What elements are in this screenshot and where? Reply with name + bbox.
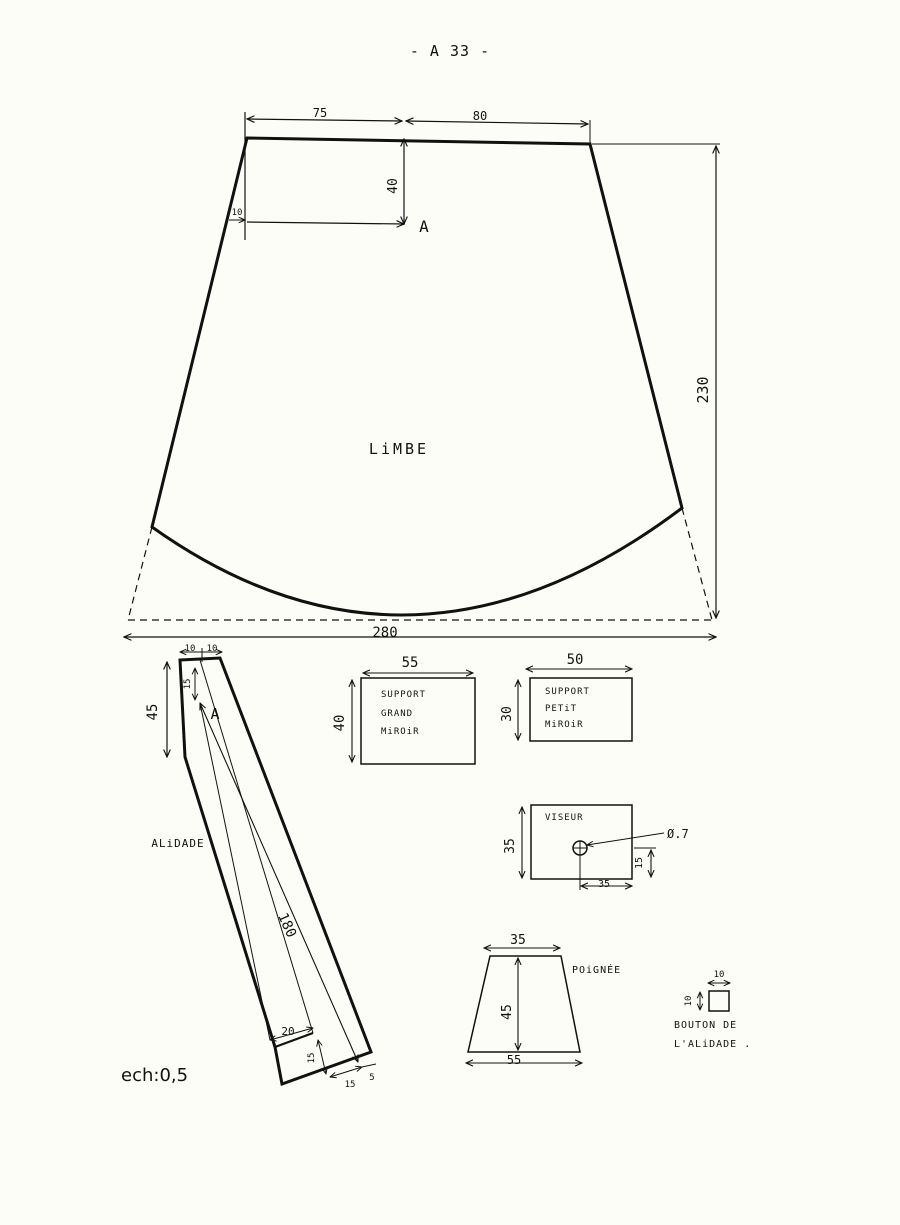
support-petit-miroir-part: [518, 669, 633, 742]
limbe-point-a: A: [419, 217, 429, 236]
poignee-outline: [467, 955, 581, 1053]
limbe-part: [124, 112, 720, 637]
poignee-part: [466, 948, 582, 1063]
support-grand-miroir-part: [352, 673, 476, 765]
support-petit-line-3: MiROiR: [545, 720, 584, 730]
alidade-label: ALiDADE: [151, 837, 204, 850]
limbe-dim-top-left: 75: [313, 106, 327, 120]
alidade-dim-foot-width: 20: [281, 1025, 294, 1038]
viseur-part: [522, 804, 665, 890]
alidade-outline: [178, 656, 373, 1087]
support-grand-line-3: MiROiR: [381, 727, 420, 737]
support-petit-dim-height: 30: [500, 706, 515, 722]
support-grand-outline: [360, 677, 476, 765]
alidade-part: [167, 648, 377, 1087]
alidade-dim-side: 45: [145, 704, 161, 721]
page-number: - A 33 -: [409, 42, 491, 60]
alidade-dim-foot-5: 5: [369, 1073, 374, 1083]
poignee-label: POiGNÉE: [572, 963, 621, 976]
support-petit-outline: [529, 677, 633, 742]
support-grand-dim-height: 40: [332, 715, 348, 732]
viseur-dim-x: 35: [598, 879, 610, 890]
limbe-extension-left: [127, 526, 153, 621]
bouton-outline: [708, 990, 730, 1012]
support-grand-line-1: SUPPORT: [381, 690, 426, 700]
limbe-dim-height: 230: [694, 376, 712, 403]
support-petit-line-2: PETiT: [545, 704, 577, 714]
dim-line-top-left: [247, 119, 402, 121]
bouton-line-2: L'ALiDADE .: [674, 1039, 751, 1050]
alidade-dim-top-right: 10: [207, 644, 218, 654]
alidade-center-line: [200, 703, 358, 1062]
poignee-dim-bottom: 55: [507, 1053, 521, 1067]
alidade-inner-line: [199, 659, 314, 1034]
alidade-dim-foot-depth: 15: [307, 1053, 317, 1064]
dim-line-a-horizontal: [246, 222, 404, 224]
bouton-part: [700, 983, 730, 1012]
alidade-construction-line: [199, 702, 271, 1041]
bouton-line-1: BOUTON DE: [674, 1020, 737, 1031]
limbe-dim-a-vertical: 40: [386, 178, 401, 194]
limbe-dim-top-right: 80: [473, 109, 487, 123]
support-grand-dim-width: 55: [402, 655, 419, 671]
poignee-dim-height: 45: [500, 1004, 515, 1020]
viseur-dim-y: 15: [634, 857, 645, 869]
limbe-label: LiMBE: [369, 440, 429, 458]
support-grand-line-2: GRAND: [381, 709, 413, 719]
viseur-label: VISEUR: [545, 813, 584, 823]
viseur-dim-height: 35: [503, 838, 518, 854]
limbe-extension-right: [681, 507, 713, 621]
bouton-dim-height: 10: [684, 996, 694, 1007]
limbe-dim-a-offset: 10: [232, 208, 243, 218]
viseur-hole-diameter: Ø.7: [667, 827, 689, 841]
dim-line-top-right: [406, 121, 588, 124]
alidade-point-a: A: [210, 705, 219, 723]
alidade-dim-length: 180: [274, 911, 299, 941]
support-petit-dim-width: 50: [567, 652, 584, 668]
viseur-outline: [530, 804, 633, 880]
scale-label: ech:0,5: [121, 1065, 188, 1086]
alidade-dim-a-offset: 15: [183, 679, 193, 690]
support-petit-line-1: SUPPORT: [545, 687, 590, 697]
limbe-dim-base: 280: [372, 625, 397, 641]
poignee-dim-top: 35: [510, 933, 526, 948]
limbe-outline: [150, 136, 684, 617]
alidade-dim-top-left: 10: [185, 644, 196, 654]
bouton-dim-width: 10: [714, 970, 725, 980]
alidade-dim-foot-15: 15: [345, 1080, 356, 1090]
